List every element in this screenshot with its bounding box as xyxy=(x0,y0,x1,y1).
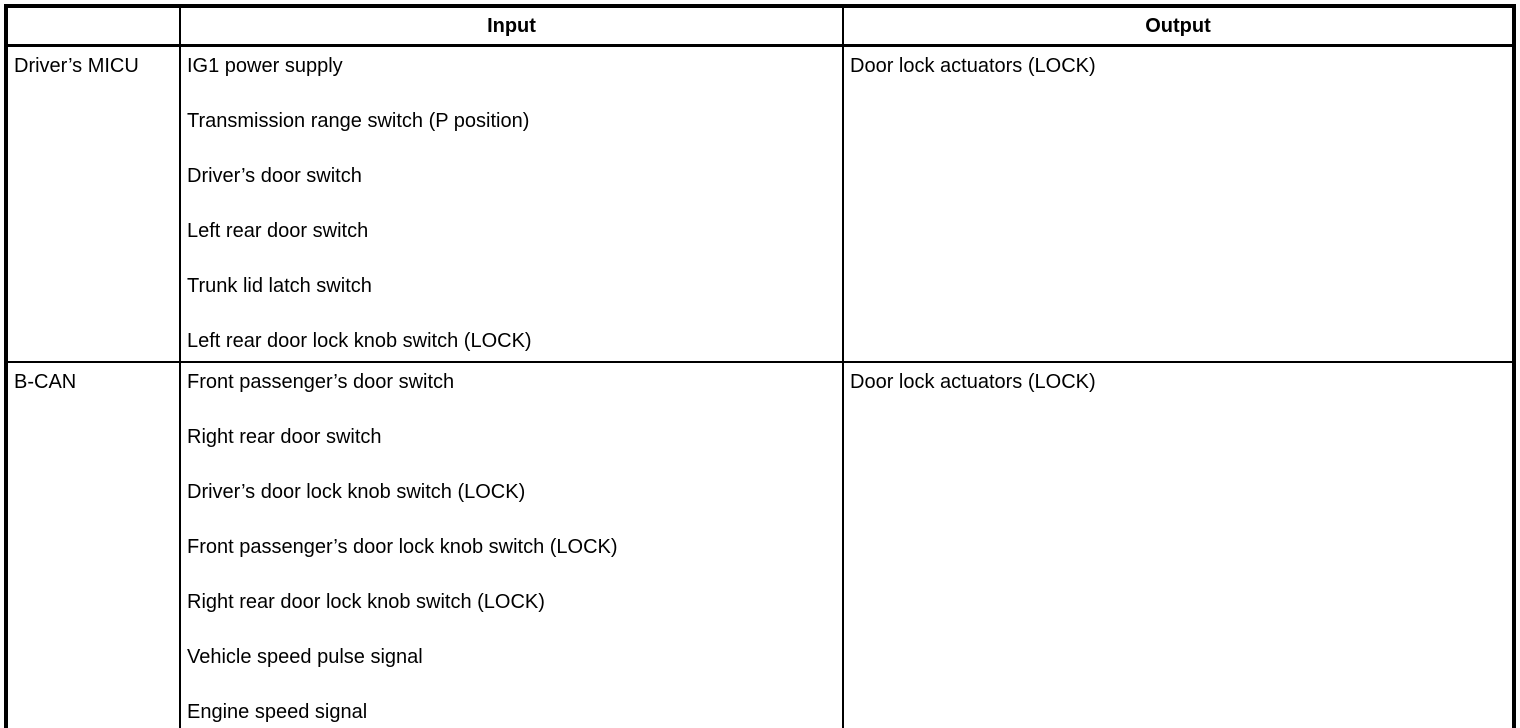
output-cell: Door lock actuators (LOCK) xyxy=(842,45,1514,362)
input-item: Right rear door lock knob switch (LOCK) xyxy=(187,592,545,612)
input-item: Vehicle speed pulse signal xyxy=(187,647,423,667)
input-item: Left rear door lock knob switch (LOCK) xyxy=(187,331,532,351)
source-cell: B-CAN xyxy=(6,361,180,728)
input-item: Front passenger’s door switch xyxy=(187,372,455,392)
input-item: Right rear door switch xyxy=(187,427,382,447)
output-cell: Door lock actuators (LOCK) xyxy=(842,361,1514,728)
header-input-cell: Input xyxy=(179,6,843,47)
input-item: Trunk lid latch switch xyxy=(187,276,372,296)
input-item: IG1 power supply xyxy=(187,56,343,76)
source-cell: Driver’s MICU xyxy=(6,45,180,362)
input-output-table: Input Output Driver’s MICU IG1 power sup… xyxy=(4,4,1516,728)
output-item: Door lock actuators (LOCK) xyxy=(850,372,1096,392)
header-source-cell xyxy=(6,6,180,47)
output-item: Door lock actuators (LOCK) xyxy=(850,56,1096,76)
header-row: Input Output xyxy=(6,6,1514,47)
input-item: Front passenger’s door lock knob switch … xyxy=(187,537,618,557)
header-output-cell: Output xyxy=(842,6,1514,47)
input-item: Driver’s door lock knob switch (LOCK) xyxy=(187,482,526,502)
source-label: B-CAN xyxy=(14,371,77,393)
input-item: Engine speed signal xyxy=(187,702,368,722)
input-item: Transmission range switch (P position) xyxy=(187,111,530,131)
source-label: Driver’s MICU xyxy=(14,55,139,77)
input-item: Left rear door switch xyxy=(187,221,369,241)
input-item: Driver’s door switch xyxy=(187,166,362,186)
